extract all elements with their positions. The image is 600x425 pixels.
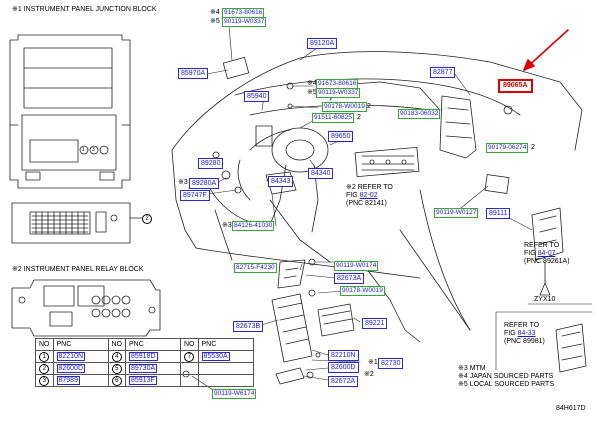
circle-marker-1: 1	[82, 147, 85, 153]
part-84126-41030[interactable]: 84126-41030	[232, 221, 275, 231]
part-84340[interactable]: 84340	[308, 168, 334, 179]
highlight-arrow	[523, 29, 569, 71]
link-fig-82-02[interactable]: 82-02	[359, 192, 378, 199]
marker-mtm-1: ※3	[178, 179, 188, 186]
marker-japan-1: ※4	[210, 9, 220, 16]
lower-left-bracket-drawing	[212, 57, 306, 289]
relay-block-title: ※2 INSTRUMENT PANEL RELAY BLOCK	[12, 266, 144, 273]
part-90119-w0337-b[interactable]: 90119-W0337	[316, 88, 361, 98]
part-85970a[interactable]: 85970A	[178, 68, 209, 79]
relay-block-drawing	[11, 279, 161, 337]
figure-id: 84H617D	[556, 405, 586, 412]
marker-2a: 2	[367, 103, 371, 110]
part-82600d[interactable]: 82600D	[328, 362, 359, 373]
row-number: 5	[111, 363, 122, 374]
table-header-pnc: PNC	[52, 338, 109, 351]
marker-mtm-2: ※3	[222, 222, 232, 229]
pnc-85918d[interactable]: 85918D	[129, 352, 158, 361]
row-number: 2	[39, 363, 50, 374]
row-number: 3	[39, 375, 50, 386]
link-fig-84-33[interactable]: 84-33	[517, 330, 536, 337]
junction-block-drawing	[9, 34, 131, 189]
part-82672a[interactable]: 82672A	[328, 376, 359, 387]
marker-local-1: ※5	[210, 18, 220, 25]
steering-column-drawing	[237, 125, 329, 233]
reference-fig-82-02: ※2 REFER TO FIG 82-02 (PNC 82141)	[346, 184, 393, 207]
table-empty-cell	[180, 362, 199, 375]
table-empty-cell	[197, 362, 254, 375]
part-84343[interactable]: 84343	[268, 176, 294, 187]
pnc-85913f[interactable]: 85913F	[129, 376, 157, 385]
row-number: 6	[111, 375, 122, 386]
inset-drawing	[495, 261, 593, 373]
part-82673b[interactable]: 82673B	[233, 321, 264, 332]
table-header-no: NO	[35, 338, 54, 351]
marker-2c: 2	[531, 144, 535, 151]
junction-block-title: ※1 INSTRUMENT PANEL JUNCTION BLOCK	[12, 6, 157, 13]
marker-japan-2: ※4	[307, 80, 317, 87]
link-fig-84-07[interactable]: 84-07	[537, 250, 556, 257]
part-90119-w0127[interactable]: 90119-W0127	[434, 208, 479, 218]
pnc-89730a[interactable]: 89730A	[129, 364, 158, 373]
circle-marker-2: 2	[142, 214, 152, 224]
table-empty-cell	[180, 374, 199, 387]
table-header-no: NO	[180, 338, 199, 351]
part-89747f[interactable]: 89747F	[180, 190, 210, 201]
part-89650[interactable]: 89650	[328, 131, 354, 142]
part-89065a-highlighted[interactable]: 89065A	[498, 79, 533, 93]
row-number: 7	[184, 351, 195, 362]
part-90178-w0019-b[interactable]: 90178-W0019	[340, 286, 385, 296]
marker-junction-1: ※1	[368, 359, 378, 366]
row-number: 4	[111, 351, 122, 362]
part-90119-w0337[interactable]: 90119-W0337	[222, 17, 267, 27]
table-header-pnc: PNC	[197, 338, 254, 351]
table-row: 2 82600D 5 89730A	[35, 362, 254, 375]
ecu-module-drawing	[182, 82, 355, 385]
part-89120a[interactable]: 89120A	[307, 38, 338, 49]
part-90178-w0019[interactable]: 90178-W0019	[322, 102, 367, 112]
part-90183-06032[interactable]: 90183-06032	[398, 109, 441, 119]
table-header-pnc: PNC	[125, 338, 181, 351]
row-number: 1	[39, 351, 50, 362]
reference-fig-84-33: REFER TO FIG 84-33 (PNC 89981)	[504, 322, 545, 345]
note-japan-sourced: ※4 JAPAN SOURCED PARTS	[458, 373, 554, 380]
table-header-no: NO	[107, 338, 126, 351]
marker-2b: 2	[357, 114, 361, 121]
part-89221[interactable]: 89221	[362, 318, 388, 329]
part-91511-60825[interactable]: 91511-60825	[312, 113, 354, 123]
pnc-85530a[interactable]: 85530A	[201, 352, 230, 361]
marker-relay-2: ※2	[364, 371, 374, 378]
part-90119-w6174[interactable]: 90119-W6174	[212, 389, 257, 399]
table-row: 3 87989 6 85913F	[35, 374, 254, 387]
pnc-82600d[interactable]: 82600D	[56, 364, 86, 373]
part-82210n[interactable]: 82210N	[328, 350, 359, 361]
switch-panel-drawing	[354, 146, 420, 178]
note-local-sourced: ※5 LOCAL SOURCED PARTS	[458, 381, 554, 388]
table-row: 1 82210N 4 85918D 7 85530A	[35, 350, 254, 363]
zyx-label: ZYX10	[534, 296, 556, 303]
table-header-row: NO PNC NO PNC NO PNC	[35, 338, 254, 351]
part-82673a[interactable]: 82673A	[334, 273, 365, 284]
note-mtm: ※3 MTM	[458, 365, 486, 372]
reference-fig-84-07: REFER TO FIG 84-07 (PNC 89261A)	[524, 242, 570, 265]
circle-marker-3: 3	[92, 147, 95, 153]
pnc-82210n[interactable]: 82210N	[56, 352, 86, 361]
part-89280a[interactable]: 89280A	[189, 178, 220, 189]
part-90179-06274[interactable]: 90179-06274	[486, 143, 529, 153]
part-85940[interactable]: 85940	[244, 91, 270, 102]
part-89280[interactable]: 89280	[198, 158, 224, 169]
junction-block-connector	[11, 202, 143, 244]
part-82715-f4230[interactable]: 82715-F4230	[234, 263, 277, 273]
part-89111[interactable]: 89111	[486, 208, 511, 219]
legend-notes: ※3 MTM ※4 JAPAN SOURCED PARTS ※5 LOCAL S…	[458, 365, 554, 389]
part-82877[interactable]: 82877	[430, 67, 456, 78]
marker-local-2: ※5	[307, 89, 317, 96]
pnc-table: NO PNC NO PNC NO PNC 1 82210N 4 85918D 7…	[35, 338, 254, 387]
part-82730[interactable]: 82730	[378, 358, 404, 369]
pnc-87989[interactable]: 87989	[56, 376, 80, 385]
right-bracket-drawing	[439, 95, 564, 261]
part-90119-w0174[interactable]: 90119-W0174	[334, 261, 379, 271]
table-empty-cell	[197, 374, 254, 387]
